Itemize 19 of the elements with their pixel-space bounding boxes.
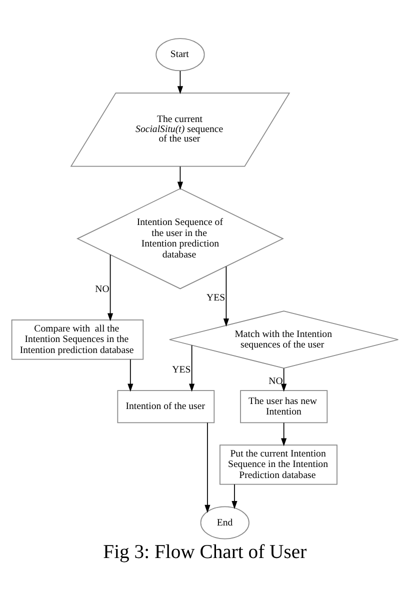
arrow xyxy=(107,254,114,322)
arrow xyxy=(281,368,287,392)
node-box: Intention of the user xyxy=(117,390,215,424)
node-box: The user has new Intention xyxy=(240,390,328,424)
arrow xyxy=(281,422,287,446)
node-box: Put the current Intention Sequence in the Intention Prediction database xyxy=(220,444,338,485)
edge-label: NO xyxy=(268,376,283,388)
arrow xyxy=(189,344,195,392)
arrow xyxy=(232,484,238,510)
caption: Fig 3: Flow Chart of User xyxy=(103,541,307,564)
node-ellipse: End xyxy=(200,506,250,540)
node-ellipse: Start xyxy=(156,38,205,72)
arrow xyxy=(128,358,134,392)
arrow xyxy=(177,166,184,190)
arrow xyxy=(177,70,184,94)
edge-label: YES xyxy=(206,292,226,304)
arrow xyxy=(223,266,230,327)
node-box: Compare with all the Intention Sequences in the Intention prediction database xyxy=(11,320,144,360)
arrow xyxy=(204,422,210,513)
